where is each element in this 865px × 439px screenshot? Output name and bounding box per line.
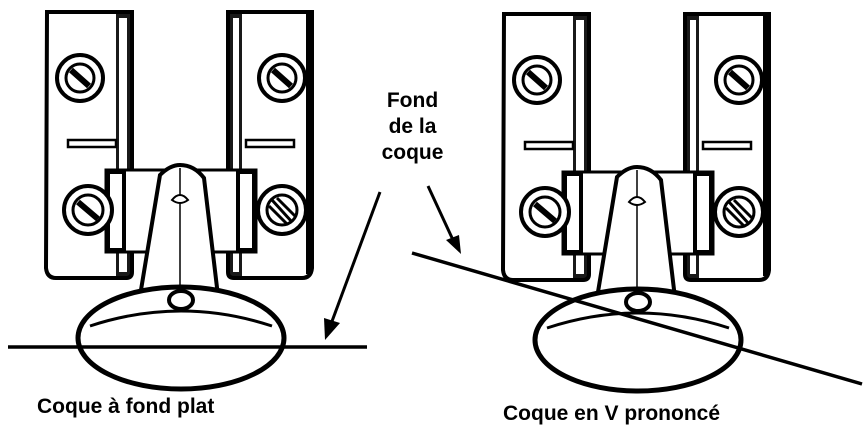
callout-arrow-left xyxy=(324,191,382,340)
hull-bottom-label-line-3: coque xyxy=(381,141,444,164)
hull-bottom-label-line-1: Fond xyxy=(386,89,439,112)
flat-hull-transducer xyxy=(46,12,312,389)
hull-bottom-label: Fond de la coque xyxy=(365,88,460,166)
flat-hull-caption: Coque à fond plat xyxy=(37,395,215,418)
v-hull-line xyxy=(411,251,863,386)
hull-bottom-label-line-2: de la xyxy=(388,115,437,138)
v-hull-caption: Coque en V prononcé xyxy=(503,402,721,425)
v-hull-transducer xyxy=(503,14,769,391)
callout-arrow-right xyxy=(426,185,461,254)
